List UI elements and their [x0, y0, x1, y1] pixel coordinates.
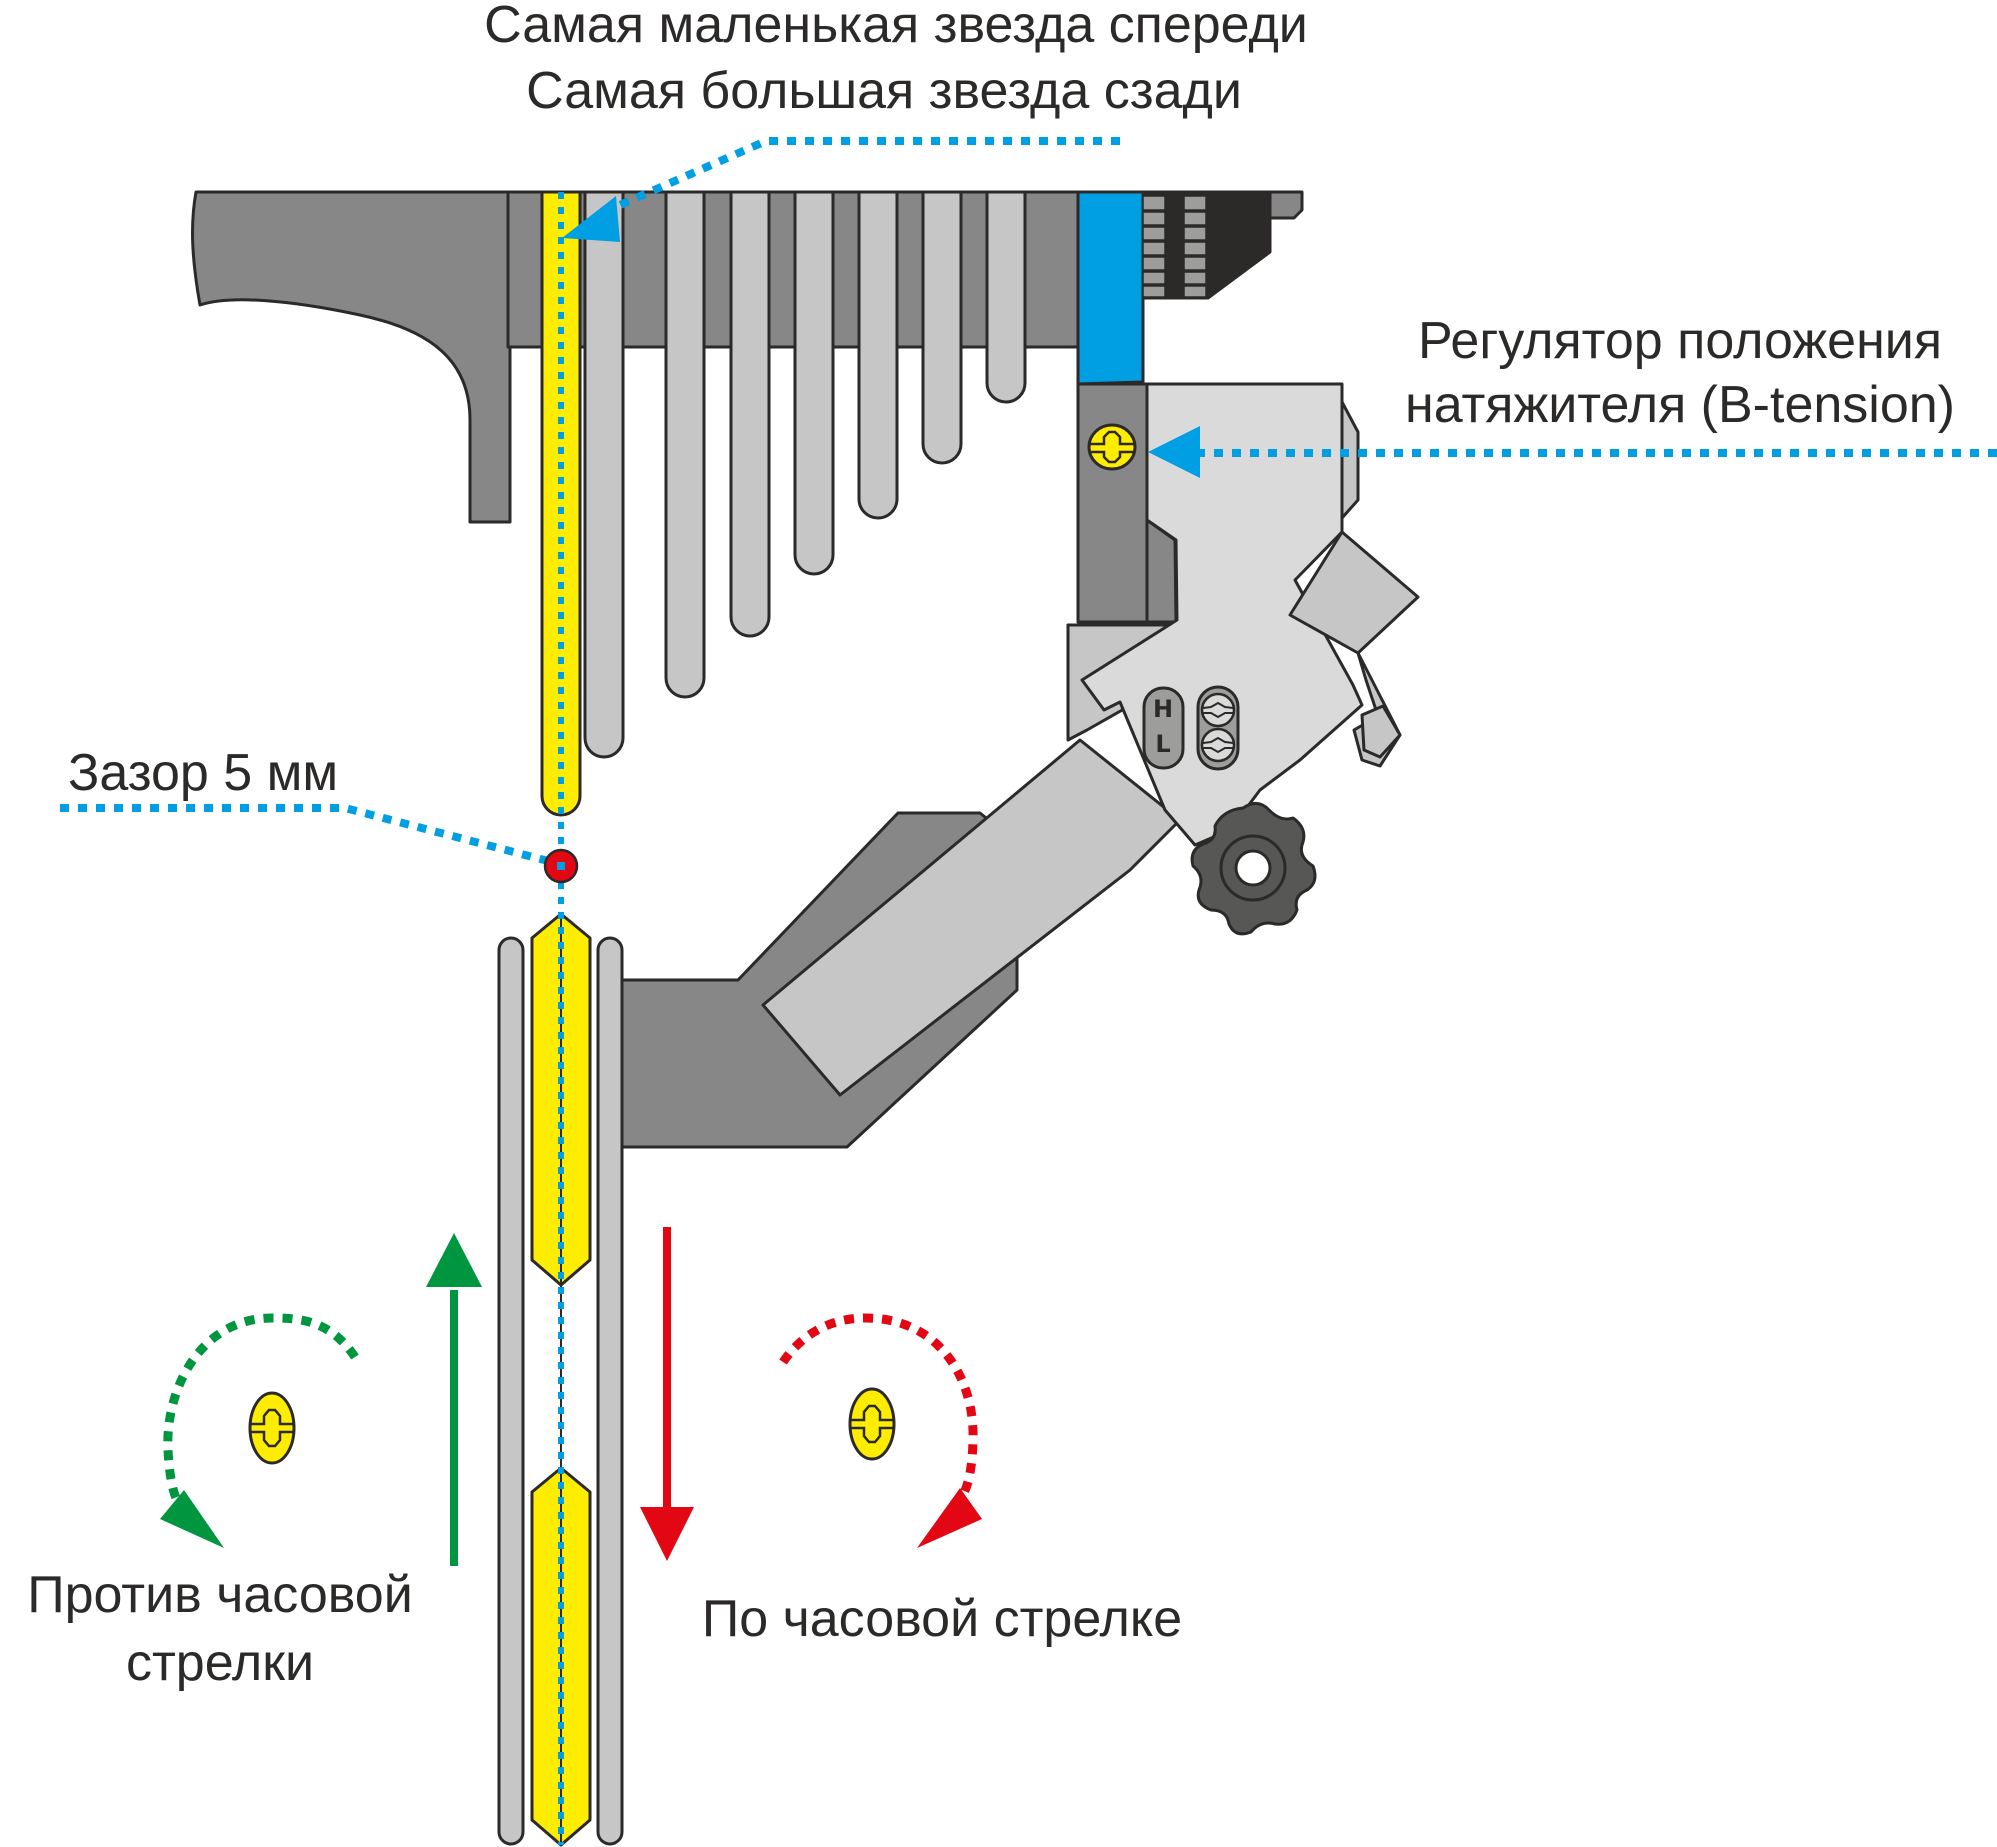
top-label-line1: Самая маленькая звезда спереди: [484, 0, 1308, 54]
cw-label: По часовой стрелке: [702, 1590, 1182, 1648]
down-arrowhead: [640, 1507, 694, 1561]
barrel-adjuster-knob-icon[interactable]: [1190, 802, 1317, 936]
limit-label-plate: [1142, 686, 1185, 770]
cw-dotted-arc: [779, 1313, 978, 1509]
ccw-arrowhead: [160, 1490, 224, 1548]
limit-screws: H L: [1142, 685, 1240, 771]
cog-6: [857, 190, 899, 520]
limit-l-label: L: [1155, 730, 1170, 758]
cassette-hub-shell: [191, 190, 512, 524]
l-limit-screw-icon[interactable]: [1200, 727, 1236, 763]
ccw-label-line1: Против часовой: [27, 1566, 413, 1624]
cog-8: [985, 190, 1027, 404]
derailleur-arm-front: [761, 738, 1182, 1097]
cassette-spacer: [1076, 190, 1145, 386]
limit-h-label: H: [1153, 695, 1173, 723]
cw-indicator: [640, 1227, 982, 1561]
ccw-dotted-arc: [163, 1313, 359, 1511]
up-arrowhead: [426, 1233, 482, 1287]
top-label-line2: Самая большая звезда сзади: [526, 62, 1242, 120]
gap-leader: [60, 804, 554, 866]
chainring-outer-plate: [596, 936, 624, 1846]
btension-leader-arrowhead: [1148, 426, 1200, 478]
ccw-label-line2: стрелки: [126, 1634, 314, 1692]
b-tension-screw-icon[interactable]: [1087, 423, 1137, 471]
cog-4: [729, 190, 771, 638]
cassette-cogs: [583, 190, 1027, 759]
ccw-screw-icon: [248, 1391, 296, 1465]
cog-7: [921, 190, 963, 465]
cog-5: [793, 190, 835, 576]
chainring-inner-plate: [497, 936, 525, 1846]
btension-label-line1: Регулятор положения: [1418, 312, 1942, 370]
derailleur-side-block: [1340, 400, 1360, 520]
cw-arrowhead: [917, 1488, 982, 1548]
gap-label: Зазор 5 мм: [68, 744, 338, 802]
derailleur-hanger-plate: [1076, 382, 1149, 624]
cog-3: [664, 190, 706, 699]
top-leader-arrowhead: [562, 196, 620, 242]
cog-2: [583, 190, 625, 759]
rear-derailleur: H L: [620, 382, 1420, 1149]
rear-cassette: [191, 190, 1304, 817]
btension-label-line2: натяжителя (B-tension): [1405, 376, 1955, 434]
ccw-indicator: [160, 1233, 482, 1566]
lockring: [1141, 190, 1304, 300]
largest-rear-cog: [540, 190, 582, 817]
cw-screw-icon: [848, 1387, 896, 1461]
leader-lines: [60, 137, 1997, 1845]
h-limit-screw-icon[interactable]: [1200, 692, 1236, 728]
